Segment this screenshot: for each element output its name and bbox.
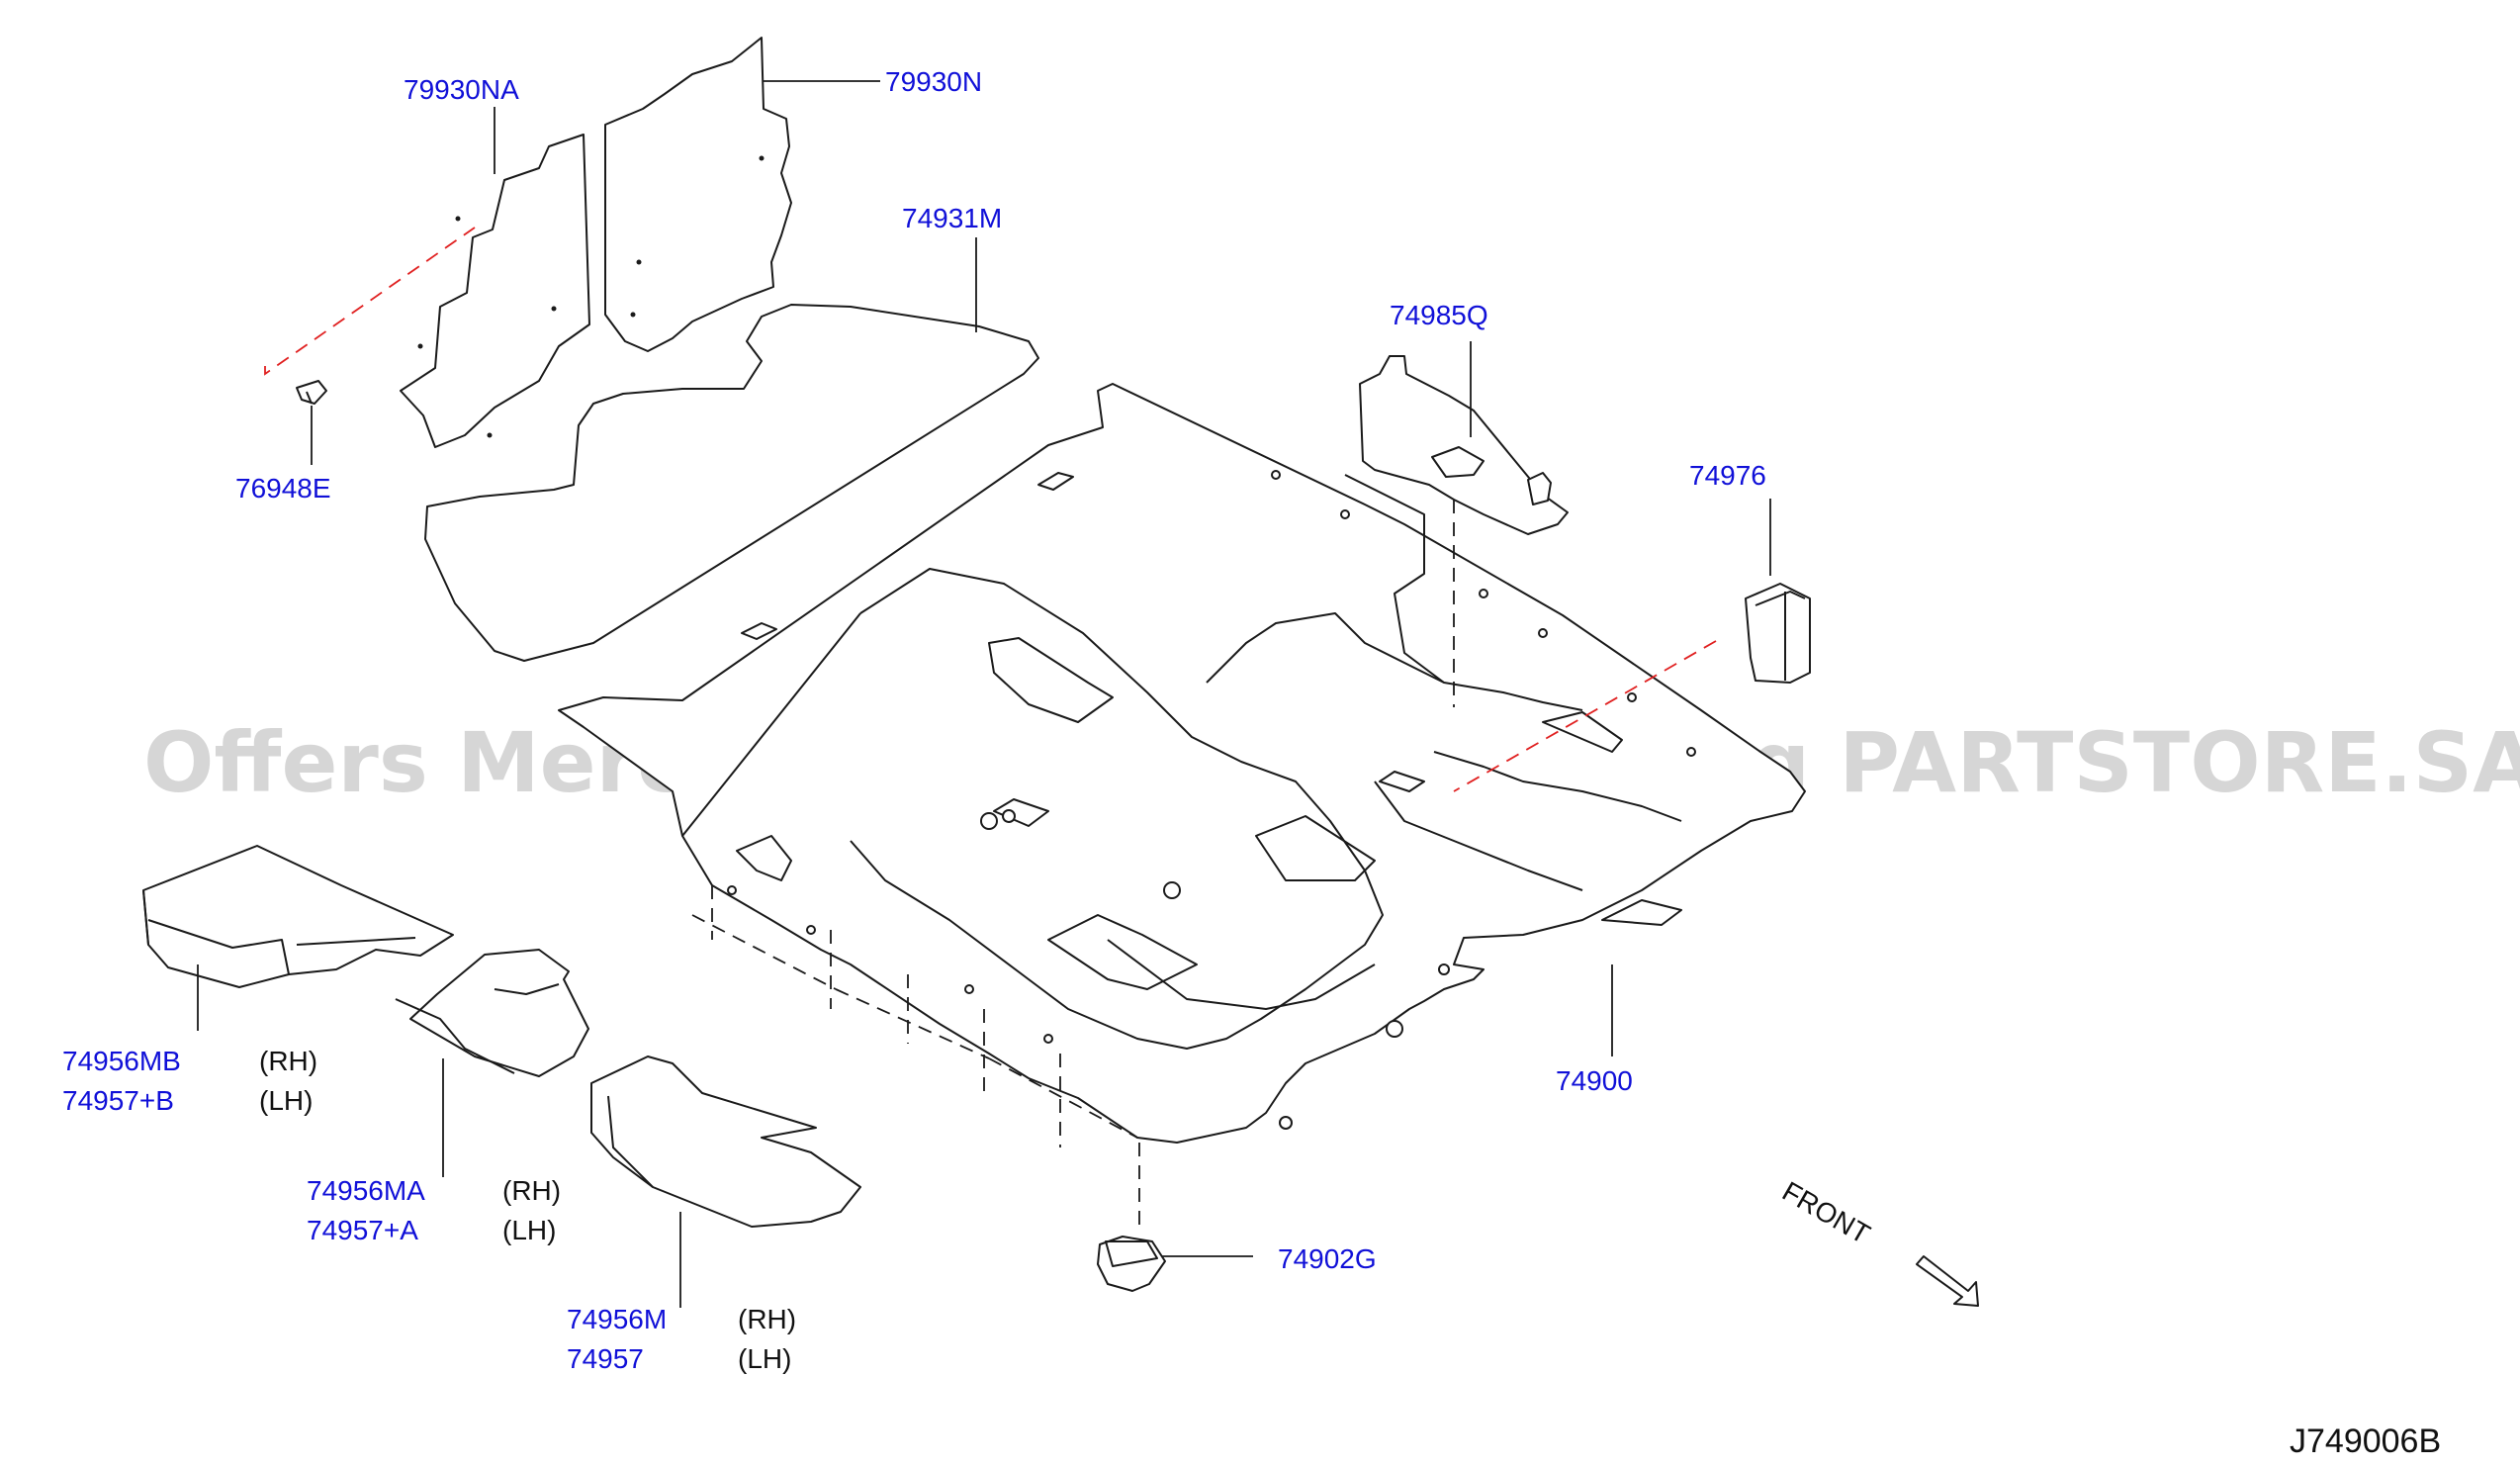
side-74957: (LH) — [738, 1343, 791, 1374]
label-74957: 74957 — [567, 1343, 644, 1374]
label-74931M: 74931M — [902, 203, 1002, 233]
clip-link-dash — [264, 227, 476, 376]
side-74957B: (LH) — [259, 1085, 313, 1116]
label-76948E: 76948E — [235, 473, 331, 504]
label-74957B: 74957+B — [62, 1085, 174, 1116]
label-74900: 74900 — [1556, 1065, 1633, 1096]
label-74985Q: 74985Q — [1390, 300, 1488, 330]
label-79930N: 79930N — [885, 66, 982, 97]
label-74957A: 74957+A — [307, 1215, 418, 1245]
reference-code: J749006B — [2290, 1422, 2441, 1460]
label-74976: 74976 — [1689, 460, 1766, 491]
label-74956M: 74956M — [567, 1304, 667, 1334]
label-74956MB: 74956MB — [62, 1046, 181, 1076]
leader-lines — [197, 80, 1771, 1308]
clip-76948E[interactable] — [296, 380, 327, 465]
insulator-panel-right[interactable] — [604, 37, 792, 352]
pad-74976[interactable] — [1745, 583, 1811, 684]
side-74957A: (LH) — [502, 1215, 556, 1245]
side-74956MA: (RH) — [502, 1175, 561, 1206]
floor-carpet[interactable] — [558, 383, 1806, 1144]
insulator-panel-left[interactable] — [400, 134, 590, 448]
spacer-74956M[interactable] — [590, 1055, 861, 1228]
floor-mat[interactable] — [424, 304, 1039, 662]
side-74956MB: (RH) — [259, 1046, 317, 1076]
spacer-link-dashes — [691, 885, 1138, 1147]
label-74956MA: 74956MA — [307, 1175, 425, 1206]
pad-link-dash — [1453, 640, 1717, 792]
spacer-74956MB[interactable] — [142, 845, 454, 988]
side-74956M: (RH) — [738, 1304, 796, 1334]
front-arrow-icon — [1916, 1255, 1979, 1307]
label-79930NA: 79930NA — [404, 74, 519, 105]
label-74902G: 74902G — [1278, 1243, 1377, 1274]
front-label: FRONT — [1777, 1175, 1875, 1249]
bracket-74985Q[interactable] — [1359, 355, 1569, 535]
grommet-74902G[interactable] — [1097, 1143, 1166, 1292]
spacer-74956MA[interactable] — [395, 949, 589, 1077]
